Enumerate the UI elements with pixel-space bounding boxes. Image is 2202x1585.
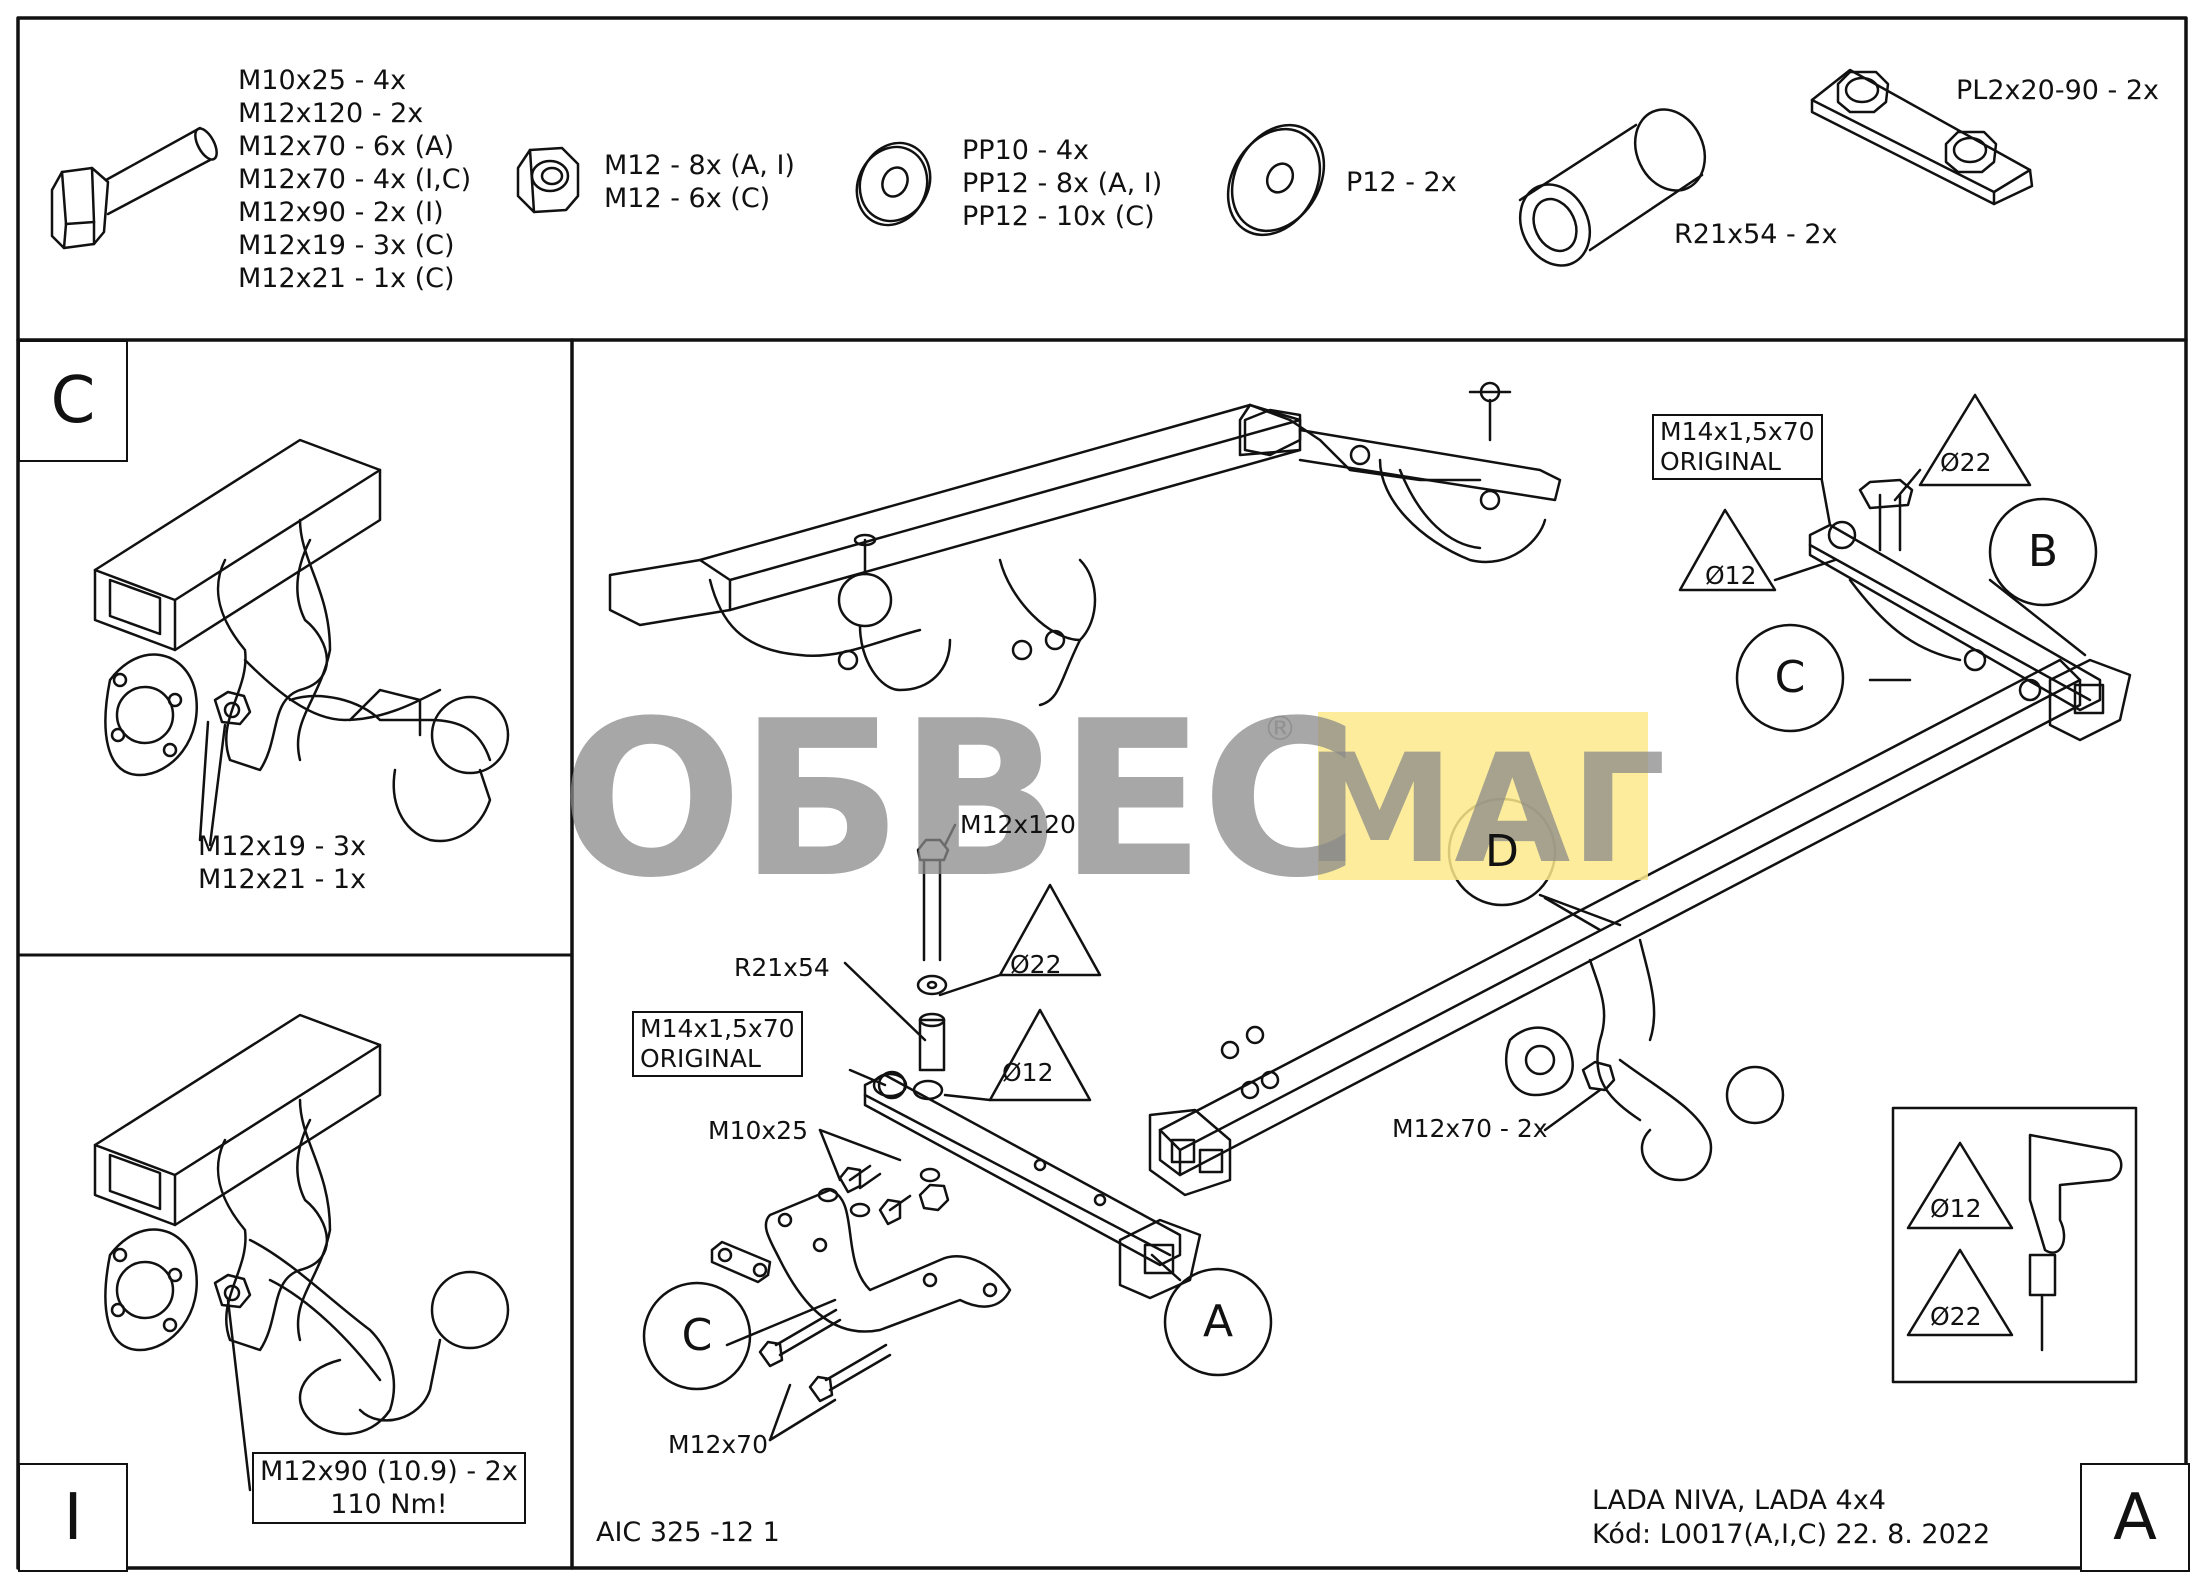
main-assembly-drawing bbox=[608, 381, 2138, 1442]
drill-dia22-label: Ø22 bbox=[1930, 1302, 1982, 1331]
washer-p-label: P12 - 2x bbox=[1346, 167, 1457, 198]
dia22-left-label: Ø22 bbox=[1010, 950, 1062, 979]
plate-icon bbox=[1810, 68, 2034, 206]
m12x70-right-label: M12x70 - 2x bbox=[1392, 1114, 1548, 1143]
drawing-code: AIC 325 -12 1 bbox=[596, 1517, 780, 1548]
callout-c-left: C bbox=[681, 1310, 713, 1361]
bolt-item: M12x21 - 1x (C) bbox=[238, 263, 455, 294]
panel-i-bolt-spec: M12x90 (10.9) - 2x bbox=[260, 1456, 518, 1487]
dia22-right-label: Ø22 bbox=[1940, 448, 1992, 477]
nut-item: M12 - 6x (C) bbox=[604, 183, 771, 214]
panel-c-bolt-item: M12x19 - 3x bbox=[198, 831, 367, 862]
nut-item: M12 - 8x (A, I) bbox=[604, 150, 795, 181]
washer-pp-list: PP10 - 4x PP12 - 8x (A, I) PP12 - 10x (C… bbox=[962, 134, 1162, 233]
part-code-date: Kód: L0017(A,I,C) 22. 8. 2022 bbox=[1592, 1519, 1991, 1550]
watermark-part1: ОБВЕС bbox=[560, 674, 1359, 925]
vehicle-name: LADA NIVA, LADA 4x4 bbox=[1592, 1485, 1886, 1516]
panel-i-drawing bbox=[93, 1013, 510, 1492]
nut-list: M12 - 8x (A, I) M12 - 6x (C) bbox=[604, 149, 795, 215]
washer-pp-icon bbox=[855, 141, 932, 227]
m14-right-note: ORIGINAL bbox=[1660, 447, 1781, 476]
watermark-part2: МАГ bbox=[1305, 723, 1666, 897]
m14-right-spec: M14x1,5x70 bbox=[1660, 417, 1815, 446]
watermark-reg: ® bbox=[1263, 709, 1297, 749]
panel-i-letter: I bbox=[18, 1463, 128, 1572]
panel-c-bolt-list: M12x19 - 3x M12x21 - 1x bbox=[198, 830, 366, 896]
m12x120-label: M12x120 bbox=[960, 810, 1076, 839]
bolt-item: M12x120 - 2x bbox=[238, 98, 424, 129]
callout-c-right: C bbox=[1774, 652, 1806, 703]
dia12-right-label: Ø12 bbox=[1705, 561, 1757, 590]
bolt-icon bbox=[50, 126, 218, 250]
bolt-item: M10x25 - 4x bbox=[238, 65, 407, 96]
r21x54-label: R21x54 bbox=[734, 953, 830, 982]
bolt-item: M12x19 - 3x (C) bbox=[238, 230, 455, 261]
panel-c-bolt-item: M12x21 - 1x bbox=[198, 864, 367, 895]
bolt-list: M10x25 - 4x M12x120 - 2x M12x70 - 6x (A)… bbox=[238, 64, 471, 295]
callout-d: D bbox=[1485, 826, 1519, 877]
m12x70-left-label: M12x70 bbox=[668, 1430, 768, 1459]
spacer-icon bbox=[1518, 108, 1707, 267]
watermark-yellow-block bbox=[1318, 712, 1648, 880]
washer-pp-item: PP12 - 10x (C) bbox=[962, 201, 1155, 232]
callout-b: B bbox=[2027, 526, 2059, 577]
sheet-frame bbox=[16, 16, 2188, 1570]
panel-c-drawing bbox=[93, 438, 510, 847]
m10x25-label: M10x25 bbox=[708, 1116, 808, 1145]
drill-dia12-label: Ø12 bbox=[1930, 1194, 1982, 1223]
washer-pp-item: PP12 - 8x (A, I) bbox=[962, 168, 1163, 199]
spacer-label: R21x54 - 2x bbox=[1674, 219, 1838, 250]
bolt-item: M12x70 - 6x (A) bbox=[238, 131, 455, 162]
washer-pp-item: PP10 - 4x bbox=[962, 135, 1089, 166]
m14-left-note: ORIGINAL bbox=[640, 1044, 761, 1073]
m14-left-box: M14x1,5x70 ORIGINAL bbox=[632, 1011, 803, 1077]
m14-left-spec: M14x1,5x70 bbox=[640, 1014, 795, 1043]
panel-i-bolt-box: M12x90 (10.9) - 2x 110 Nm! bbox=[252, 1452, 526, 1524]
nut-icon bbox=[516, 146, 580, 214]
panel-c-letter: C bbox=[18, 340, 128, 462]
panel-a-letter: A bbox=[2080, 1463, 2190, 1572]
bolt-item: M12x70 - 4x (I,C) bbox=[238, 164, 472, 195]
panel-i-torque: 110 Nm! bbox=[330, 1489, 448, 1520]
plate-label: PL2x20-90 - 2x bbox=[1956, 75, 2160, 106]
callout-a: A bbox=[1202, 1296, 1234, 1347]
m14-right-box: M14x1,5x70 ORIGINAL bbox=[1652, 414, 1823, 480]
drill-icon bbox=[2040, 1300, 2041, 1301]
washer-p-icon bbox=[1226, 123, 1326, 237]
bolt-item: M12x90 - 2x (I) bbox=[238, 197, 444, 228]
dia12-left-label: Ø12 bbox=[1002, 1058, 1054, 1087]
